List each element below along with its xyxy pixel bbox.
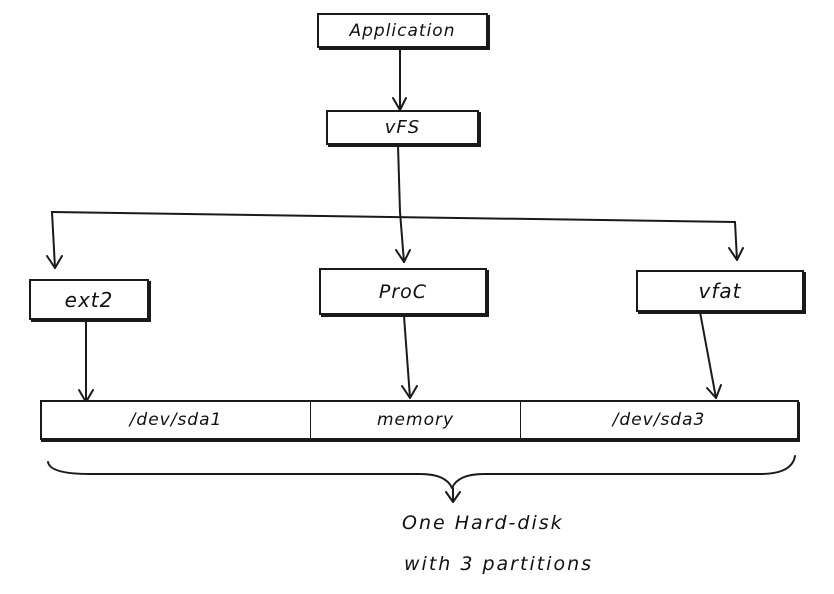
- arrowhead-proc: [395, 249, 411, 263]
- line-vfs-to-bus: [397, 144, 401, 213]
- vfat-box: vfat: [636, 270, 804, 312]
- arrow-bus-to-proc: [399, 211, 405, 263]
- caption-line-1: One Hard-disk: [402, 512, 564, 534]
- curly-brace: [47, 455, 796, 489]
- distribution-bus: [51, 211, 736, 223]
- proc-label: ProC: [378, 280, 428, 303]
- arrow-bus-to-vfat: [734, 221, 738, 261]
- arrow-vfat-to-sda3: [699, 311, 717, 399]
- partition-memory: memory: [310, 402, 520, 438]
- caption-line-2: with 3 partitions: [404, 553, 594, 575]
- vfs-box: vFS: [326, 110, 479, 145]
- arrowhead-sda3: [706, 384, 722, 399]
- arrow-bus-to-ext2: [51, 211, 56, 269]
- application-box: Application: [317, 13, 488, 48]
- vfs-label: vFS: [384, 117, 421, 138]
- arrowhead-vfat: [728, 247, 744, 261]
- application-label: Application: [349, 20, 456, 41]
- arrowhead-memory: [401, 385, 418, 399]
- ext2-box: ext2: [29, 279, 149, 320]
- proc-box: ProC: [319, 268, 487, 315]
- partition-sda1: /dev/sda1: [129, 410, 223, 430]
- vfat-label: vfat: [698, 279, 742, 303]
- arrowhead-caption: [445, 491, 461, 503]
- partition-sda3: /dev/sda3: [520, 402, 797, 438]
- arrow-proc-to-memory: [403, 315, 411, 399]
- arrowhead-ext2: [46, 255, 63, 269]
- ext2-label: ext2: [64, 287, 114, 312]
- partition-strip: /dev/sda1 memory /dev/sda3: [40, 400, 799, 440]
